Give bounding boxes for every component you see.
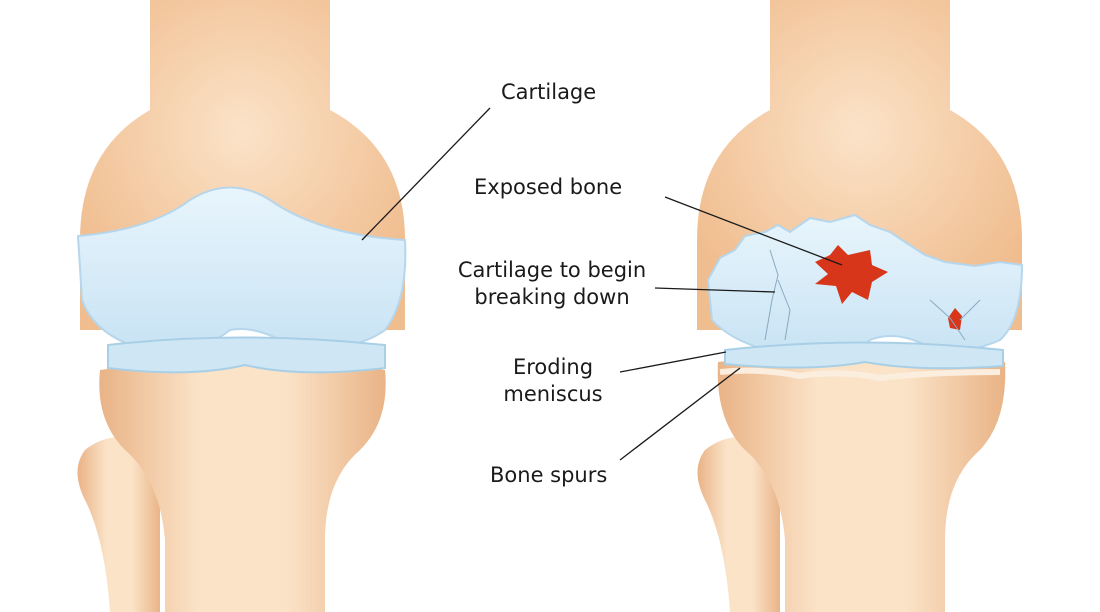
eroding-meniscus-leader: [619, 351, 727, 373]
fibula: [77, 436, 161, 612]
label-bone-spurs: Bone spurs: [490, 463, 608, 487]
exposed-bone-small: [948, 308, 962, 330]
cartilage-cracks: [764, 249, 981, 341]
cartilage-breaking-leader: [654, 287, 776, 293]
healthy-knee: [76, 0, 407, 612]
tibia: [717, 353, 1006, 612]
cartilage-leader: [361, 107, 491, 241]
arthritic-knee: [697, 0, 1024, 612]
eroding-meniscus: [724, 341, 1004, 370]
tibia: [99, 360, 386, 612]
label-line: breaking down: [474, 285, 630, 309]
meniscus: [107, 336, 386, 374]
label-cartilage: Cartilage: [501, 80, 597, 104]
label-line: meniscus: [503, 382, 603, 406]
label-eroding-meniscus: Eroding meniscus: [498, 354, 608, 408]
label-line: Cartilage to begin: [457, 258, 647, 282]
label-exposed-bone: Exposed bone: [474, 175, 623, 199]
label-line: Eroding: [512, 355, 594, 379]
exposed-bone: [815, 245, 888, 304]
leader-lines: [361, 107, 843, 461]
fibula: [697, 436, 781, 612]
label-cartilage-breaking-down: Cartilage to begin breaking down: [452, 257, 652, 311]
bone-spurs: [719, 367, 1001, 382]
bone-spurs-leader: [619, 367, 741, 461]
exposed-bone-leader: [664, 196, 843, 266]
